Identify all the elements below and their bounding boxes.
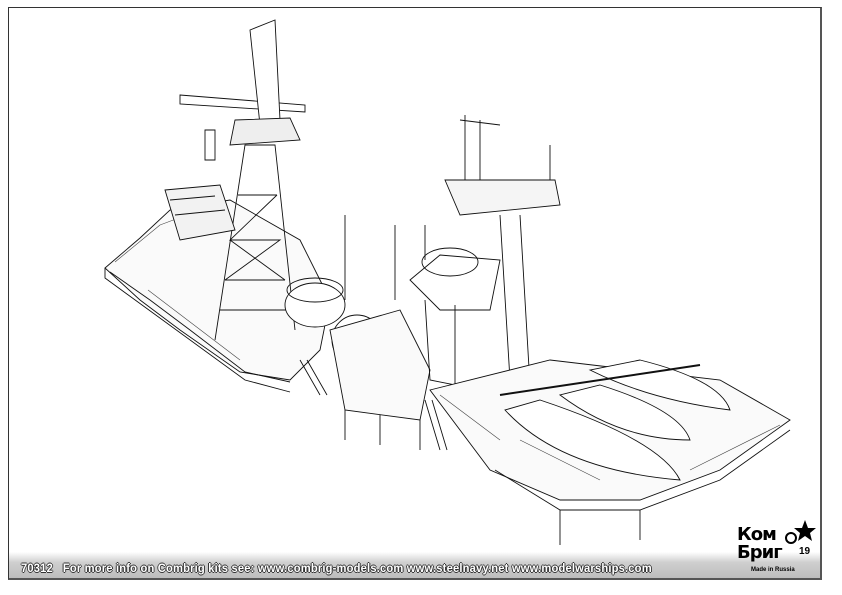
made-in-russia: Made in Russia bbox=[751, 567, 795, 573]
page-number: 19 bbox=[799, 546, 811, 557]
star-icon bbox=[785, 520, 816, 544]
footer-bar: 70312 For more info on Combrig kits see:… bbox=[9, 552, 820, 578]
footer-info: 70312 For more info on Combrig kits see:… bbox=[21, 561, 652, 575]
kit-number: 70312 bbox=[21, 561, 53, 575]
info-links-text: For more info on Combrig kits see: www.c… bbox=[62, 561, 652, 575]
